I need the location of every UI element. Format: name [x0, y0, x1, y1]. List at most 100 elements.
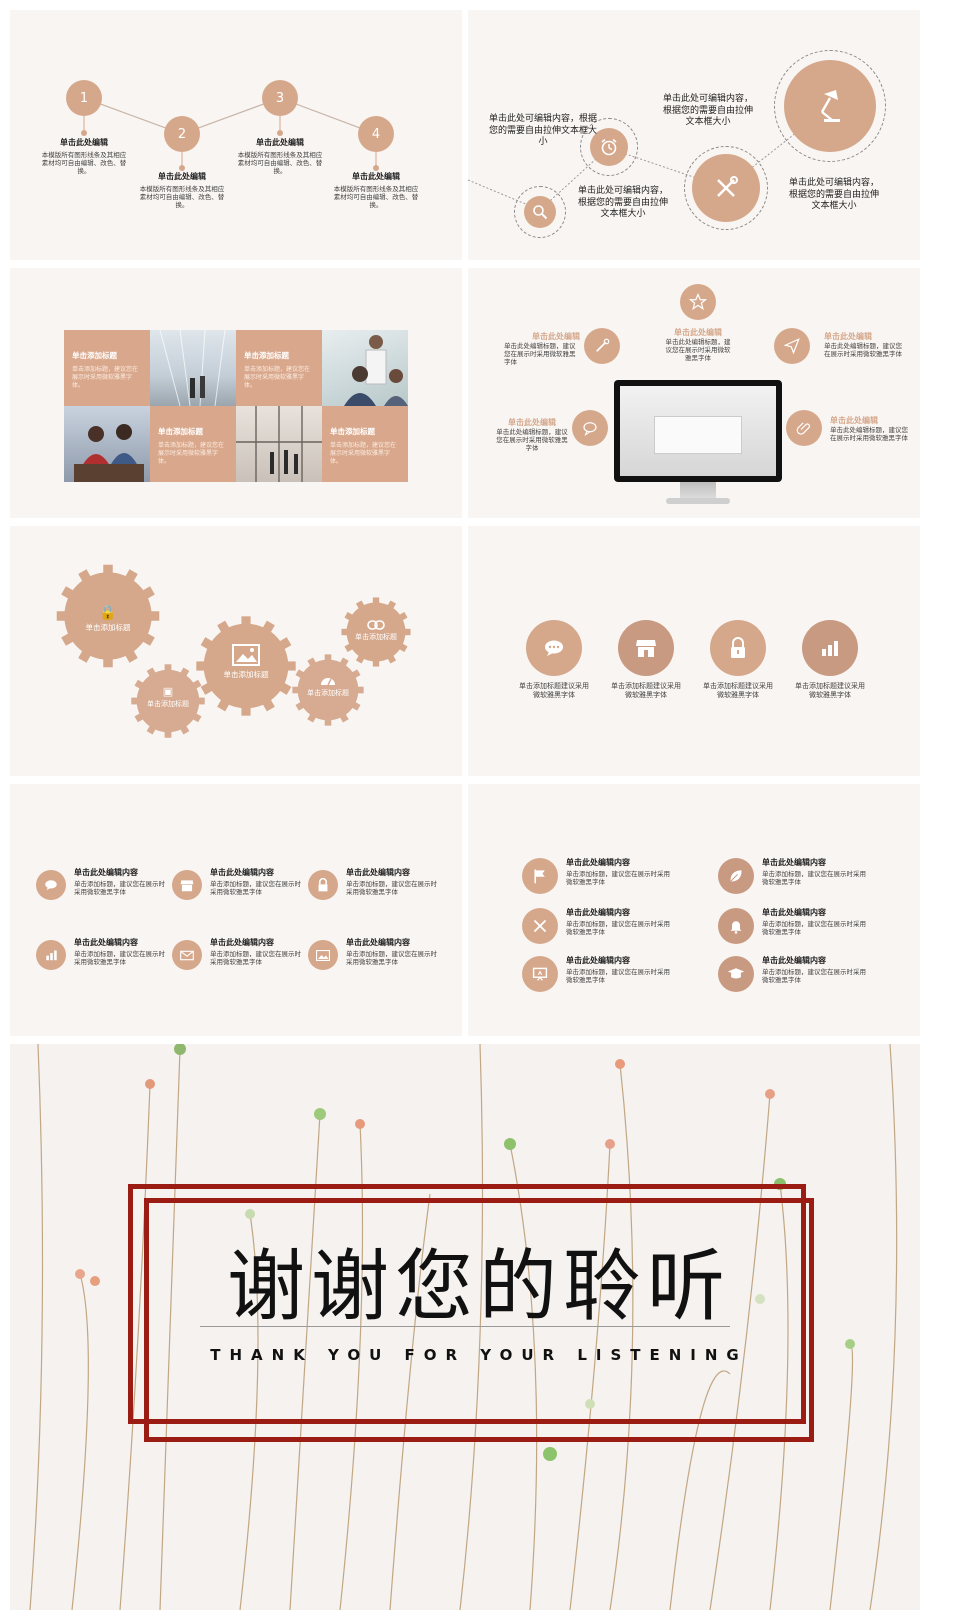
- frame-front: [144, 1198, 814, 1442]
- tile-body: 单击添加标题，建议您在展示时采用微软雅黑字体。: [330, 442, 397, 466]
- slide-gears: 🔒 单击添加标题 ▣ 单击添加标题 单击添加标题 单击添加标题 单击添加标题: [10, 526, 462, 776]
- step-number: 1: [79, 90, 89, 106]
- step-3-circle: 3: [262, 80, 298, 116]
- image-icon: [308, 940, 338, 970]
- gear-label: 单击添加标题: [85, 623, 131, 632]
- monitor-item-top-left: 单击此处编辑 单击此处编辑标题，建议您在展示时采用微软雅黑字体: [504, 332, 580, 367]
- presentation-icon: [522, 956, 558, 992]
- alarm-clock-icon: [590, 128, 628, 166]
- gear-label: 单击添加标题: [307, 689, 349, 697]
- chat-icon: [526, 620, 582, 676]
- icon-caption-2: 单击添加标题建议采用微软雅黑字体: [611, 682, 681, 700]
- icon-caption-1: 单击添加标题建议采用微软雅黑字体: [519, 682, 589, 700]
- step-number: 3: [275, 90, 285, 106]
- mail-icon: [172, 940, 202, 970]
- graduation-cap-icon: [718, 956, 754, 992]
- hammer-icon: [522, 908, 558, 944]
- item-body: 单击添加标题，建议您在展示时采用微软雅黑字体: [762, 967, 866, 985]
- icon-caption-4: 单击添加标题建议采用微软雅黑字体: [795, 682, 865, 700]
- grid-tile-2: 单击添加标题 单击添加标题，建议您在展示时采用微软雅黑字体。: [236, 330, 322, 406]
- step-body: 本模版所有图形线条及其相应素材均可自由编辑、改色、替换。: [237, 150, 323, 176]
- item-body: 单击添加标题，建议您在展示时采用微软雅黑字体: [210, 949, 301, 967]
- paper-plane-icon: [774, 328, 810, 364]
- item-title: 单击此处编辑内容: [74, 938, 138, 947]
- item-body: 单击此处编辑标题，建议您在展示时采用微软雅黑字体: [665, 337, 731, 363]
- list-item: 单击此处编辑内容单击添加标题，建议您在展示时采用微软雅黑字体: [308, 868, 448, 908]
- monitor-item-bottom-left: 单击此处编辑 单击此处编辑标题，建议您在展示时采用微软雅黑字体: [494, 418, 570, 453]
- gear-label: 单击添加标题: [223, 670, 269, 679]
- briefcase-icon: ▣: [162, 685, 174, 698]
- tools-icon: [692, 154, 760, 222]
- step-body: 本模版所有图形线条及其相应素材均可自由编辑、改色、替换。: [41, 150, 127, 176]
- item-body: 单击添加标题，建议您在展示时采用微软雅黑字体: [566, 919, 670, 937]
- grid-tile-1: 单击添加标题 单击添加标题，建议您在展示时采用微软雅黑字体。: [64, 330, 150, 406]
- monitor-item-bottom-right: 单击此处编辑 单击此处编辑标题，建议您在展示时采用微软雅黑字体: [830, 416, 910, 442]
- item-body: 单击此处编辑标题，建议您在展示时采用微软雅黑字体: [824, 341, 902, 359]
- step-2-text: 单击此处编辑 本模版所有图形线条及其相应素材均可自由编辑、改色、替换。: [138, 172, 226, 210]
- store-icon: [618, 620, 674, 676]
- pen-icon: [584, 328, 620, 364]
- tile-body: 单击添加标题，建议您在展示时采用微软雅黑字体。: [244, 366, 311, 390]
- network-text-1: 单击此处可编辑内容，根据您的需要自由拉伸文本框大小: [488, 114, 597, 148]
- item-body: 单击此处编辑标题，建议您在展示时采用微软雅黑字体: [496, 427, 568, 453]
- list-item: 单击此处编辑内容单击添加标题，建议您在展示时采用微软雅黑字体: [172, 938, 306, 978]
- item-title: 单击此处编辑: [508, 418, 556, 427]
- item-title: 单击此处编辑内容: [762, 956, 826, 965]
- item-body: 单击添加标题，建议您在展示时采用微软雅黑字体: [346, 879, 437, 897]
- lock-icon: [308, 870, 338, 900]
- gear-5: 单击添加标题: [342, 620, 410, 642]
- slide-photo-grid: 单击添加标题 单击添加标题，建议您在展示时采用微软雅黑字体。 单击添加标题 单击…: [10, 268, 462, 518]
- thank-you-subtitle: THANK YOU FOR YOUR LISTENING: [210, 1346, 748, 1364]
- grid-tile-3: 单击添加标题 单击添加标题，建议您在展示时采用微软雅黑字体。: [150, 406, 236, 482]
- list-item: 单击此处编辑内容单击添加标题，建议您在展示时采用微软雅黑字体: [36, 938, 170, 978]
- search-icon: [524, 196, 556, 228]
- item-title: 单击此处编辑内容: [566, 858, 630, 867]
- step-1-circle: 1: [66, 80, 102, 116]
- network-text-2: 单击此处可编辑内容，根据您的需要自由拉伸文本框大小: [578, 186, 669, 220]
- monitor-base: [666, 498, 730, 504]
- step-1-text: 单击此处编辑 本模版所有图形线条及其相应素材均可自由编辑、改色、替换。: [40, 138, 128, 176]
- desk-lamp-icon: [784, 60, 876, 152]
- step-body: 本模版所有图形线条及其相应素材均可自由编辑、改色、替换。: [333, 184, 419, 210]
- step-body: 本模版所有图形线条及其相应素材均可自由编辑、改色、替换。: [139, 184, 225, 210]
- link-icon: [342, 620, 410, 630]
- item-title: 单击此处编辑: [824, 332, 872, 341]
- network-text-4: 单击此处可编辑内容，根据您的需要自由拉伸文本框大小: [788, 178, 879, 212]
- item-title: 单击此处编辑: [532, 332, 580, 341]
- step-number: 4: [371, 126, 381, 142]
- tile-body: 单击添加标题，建议您在展示时采用微软雅黑字体。: [72, 366, 139, 390]
- tools-ring: [684, 146, 768, 230]
- slide-icon-list-3x2: 单击此处编辑内容单击添加标题，建议您在展示时采用微软雅黑字体 单击此处编辑内容单…: [10, 784, 462, 1036]
- step-title: 单击此处编辑: [352, 172, 400, 181]
- step-4-text: 单击此处编辑 本模版所有图形线条及其相应素材均可自由编辑、改色、替换。: [332, 172, 420, 210]
- step-title: 单击此处编辑: [256, 138, 304, 147]
- lamp-ring: [774, 50, 886, 162]
- slide-timeline: 1 2 3 4 单击此处编辑 本模版所有图形线条及其相应素材均可自由编辑、改色、…: [10, 10, 462, 260]
- photo-office-lobby: [150, 330, 236, 406]
- list-item: 单击此处编辑内容单击添加标题，建议您在展示时采用微软雅黑字体: [172, 868, 306, 908]
- list-item: 单击此处编辑内容单击添加标题，建议您在展示时采用微软雅黑字体: [522, 908, 682, 948]
- slide-thank-you: 谢谢您的聆听 THANK YOU FOR YOUR LISTENING: [10, 1044, 920, 1610]
- photo-meeting-presenter: [322, 330, 408, 406]
- image-icon: [206, 644, 286, 666]
- step-number: 2: [177, 126, 187, 142]
- bar-chart-icon: [36, 940, 66, 970]
- title-divider: [200, 1326, 730, 1327]
- item-title: 单击此处编辑内容: [210, 938, 274, 947]
- gear-label: 单击添加标题: [355, 633, 397, 641]
- bar-chart-icon: [802, 620, 858, 676]
- slide-four-icons: 单击添加标题建议采用微软雅黑字体 单击添加标题建议采用微软雅黑字体 单击添加标题…: [468, 526, 920, 776]
- tile-title: 单击添加标题: [72, 351, 117, 360]
- list-item: 单击此处编辑内容单击添加标题，建议您在展示时采用微软雅黑字体: [718, 956, 878, 996]
- chat-icon: [36, 870, 66, 900]
- step-title: 单击此处编辑: [60, 138, 108, 147]
- tile-title: 单击添加标题: [330, 427, 375, 436]
- step-title: 单击此处编辑: [158, 172, 206, 181]
- timeline-connector-lines: [81, 97, 379, 171]
- monitor-stand: [680, 482, 716, 500]
- item-body: 单击添加标题，建议您在展示时采用微软雅黑字体: [74, 879, 165, 897]
- item-title: 单击此处编辑内容: [566, 956, 630, 965]
- lock-icon: [710, 620, 766, 676]
- gear-1: 🔒 单击添加标题: [68, 606, 148, 633]
- search-ring: [514, 186, 566, 238]
